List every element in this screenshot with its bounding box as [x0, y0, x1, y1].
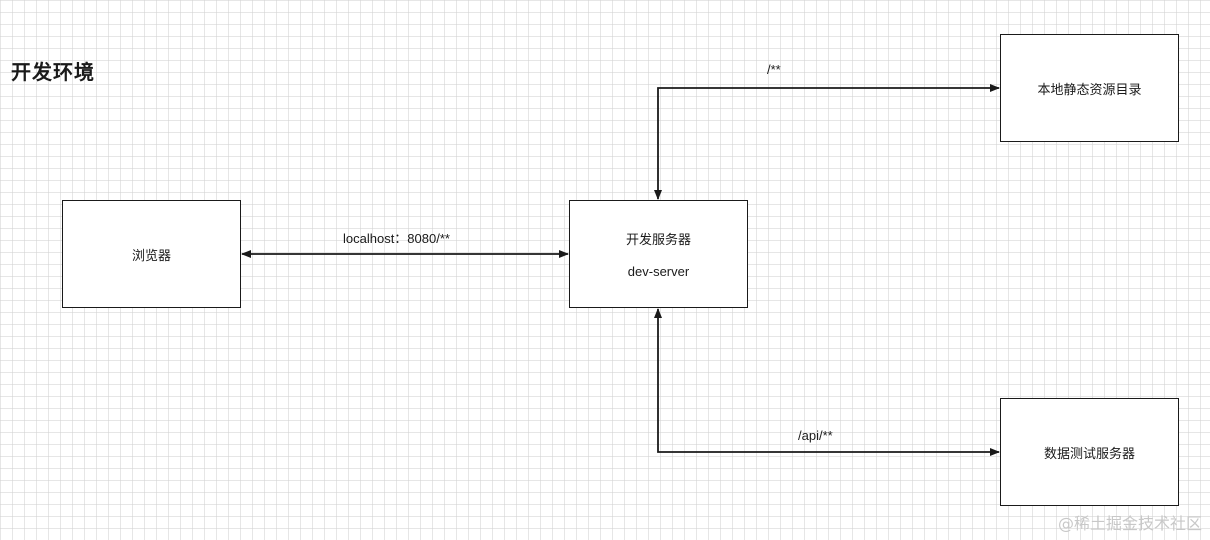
- node-data-server-label: 数据测试服务器: [1043, 445, 1135, 461]
- edge-dev-static: [654, 84, 1000, 200]
- node-data-server: 数据测试服务器: [1000, 398, 1179, 506]
- edge-label-dev-data: /api/**: [798, 428, 833, 443]
- edge-dev-data: [654, 308, 1000, 456]
- node-dev-server: 开发服务器 dev-server: [569, 200, 748, 308]
- node-dev-server-sublabel: dev-server: [627, 264, 690, 279]
- node-browser: 浏览器: [62, 200, 241, 308]
- node-static-dir: 本地静态资源目录: [1000, 34, 1179, 142]
- watermark: @稀土掘金技术社区: [1057, 514, 1202, 533]
- edge-label-dev-static: /**: [767, 62, 781, 77]
- diagram-title: 开发环境: [11, 62, 95, 84]
- node-static-dir-label: 本地静态资源目录: [1037, 81, 1142, 97]
- node-dev-server-label: 开发服务器: [625, 232, 691, 247]
- edge-label-browser-dev: localhost：8080/**: [343, 231, 450, 246]
- node-browser-label: 浏览器: [131, 247, 171, 263]
